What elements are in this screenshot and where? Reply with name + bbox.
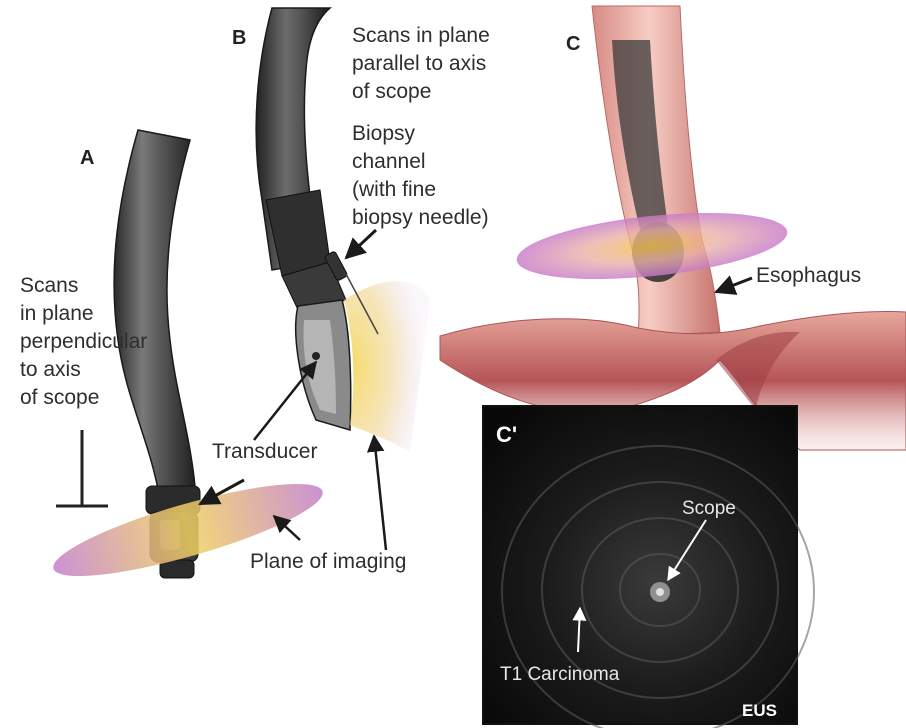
label-scope: Scope: [682, 498, 736, 519]
arrow-esophagus: [716, 278, 752, 292]
arrow-transducer-b: [254, 362, 316, 440]
label-biopsy-channel: Biopsy channel (with fine biopsy needle): [352, 122, 489, 229]
label-biopsy-line-2: channel: [352, 150, 426, 173]
label-perp-line-5: of scope: [20, 386, 99, 409]
panel-label-c: C: [566, 33, 580, 55]
label-plane-of-imaging: Plane of imaging: [250, 550, 406, 573]
scale-bar-symbol: [56, 430, 108, 506]
scope-b: [256, 8, 351, 430]
esophagus-c: [592, 6, 720, 336]
label-biopsy-line-4: biopsy needle): [352, 206, 489, 229]
label-biopsy-line-3: (with fine: [352, 178, 436, 201]
ultrasound-fan-b: [344, 281, 430, 452]
panel-label-b: B: [232, 27, 246, 49]
label-perp-line-2: in plane: [20, 302, 94, 325]
label-eus-tag: EUS: [742, 701, 777, 720]
label-scans-parallel-line-3: of scope: [352, 80, 431, 103]
label-perp-line-1: Scans: [20, 274, 78, 297]
label-esophagus: Esophagus: [756, 264, 861, 287]
label-perp-line-4: to axis: [20, 358, 81, 381]
label-scans-parallel-line-2: parallel to axis: [352, 52, 486, 75]
label-t1-carcinoma: T1 Carcinoma: [500, 664, 620, 685]
arrow-plane-b: [374, 436, 386, 550]
label-scans-parallel-line-1: Scans in plane: [352, 24, 490, 47]
label-perp-line-3: perpendicular: [20, 330, 147, 353]
label-scans-parallel: Scans in plane parallel to axis of scope: [352, 24, 490, 103]
label-transducer: Transducer: [212, 440, 317, 463]
arrow-biopsy: [346, 230, 376, 258]
panel-label-a: A: [80, 147, 94, 169]
label-biopsy-line-1: Biopsy: [352, 122, 416, 145]
panel-label-c-prime: C': [496, 422, 517, 447]
